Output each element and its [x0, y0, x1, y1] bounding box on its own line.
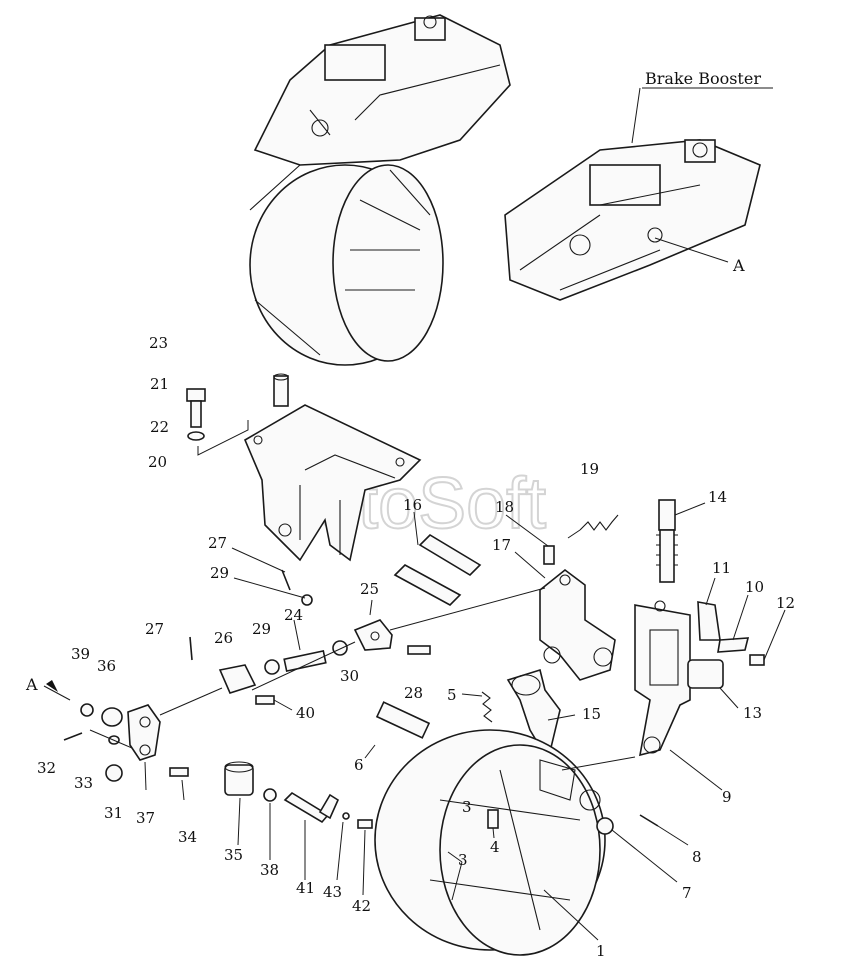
callout-18: 18 — [495, 498, 514, 516]
bolt-4 — [487, 809, 499, 829]
callout-7: 7 — [682, 884, 692, 902]
callout-20: 20 — [148, 453, 167, 471]
nut-29b — [264, 659, 280, 675]
lever-37 — [127, 704, 161, 761]
view-a-marker-lever: A — [25, 675, 38, 694]
callout-19: 19 — [580, 460, 599, 478]
callout-1: 1 — [596, 942, 606, 960]
block-13 — [687, 659, 724, 689]
link-9 — [634, 600, 691, 757]
callout-38: 38 — [260, 861, 279, 879]
callout-12: 12 — [776, 594, 795, 612]
pin-23 — [273, 373, 289, 407]
callout-33: 33 — [74, 774, 93, 792]
bracket-20 — [243, 404, 422, 562]
callout-6: 6 — [354, 756, 364, 774]
callout-22: 22 — [150, 418, 169, 436]
callout-30: 30 — [340, 667, 359, 685]
turnbuckle-24 — [283, 650, 327, 672]
callout-43: 43 — [323, 883, 342, 901]
callout-39: 39 — [71, 645, 90, 663]
pin-18 — [543, 545, 555, 565]
bolt-42 — [357, 819, 373, 829]
callout-17: 17 — [492, 536, 511, 554]
bolt-34 — [169, 767, 189, 777]
callout-3b: 3 — [462, 798, 472, 816]
clevis-26 — [218, 664, 257, 694]
view-a-marker-booster: A — [732, 256, 745, 275]
washer-7 — [596, 817, 614, 835]
callout-10: 10 — [745, 578, 764, 596]
washer-38 — [263, 788, 277, 802]
callout-29b: 29 — [252, 620, 271, 638]
callout-28: 28 — [404, 684, 423, 702]
cotter-pin-8 — [639, 814, 659, 827]
callout-34: 34 — [178, 828, 197, 846]
pins-16 — [393, 533, 482, 606]
callout-35: 35 — [224, 846, 243, 864]
roller-35 — [224, 761, 254, 796]
callout-32: 32 — [37, 759, 56, 777]
callout-25: 25 — [360, 580, 379, 598]
callout-31: 31 — [104, 804, 123, 822]
callout-21: 21 — [150, 375, 169, 393]
screw-12 — [749, 654, 765, 666]
bolt-21 — [186, 388, 206, 428]
callout-9: 9 — [722, 788, 732, 806]
spring-19 — [567, 514, 619, 539]
view-a-arrow — [46, 680, 58, 692]
callout-3a: 3 — [458, 851, 468, 869]
bushing-36 — [101, 707, 123, 727]
anchor-15 — [506, 668, 561, 763]
nut-30 — [332, 640, 348, 656]
bolt-40 — [255, 695, 275, 705]
callout-13: 13 — [743, 704, 762, 722]
brake-band-assembly-top — [249, 14, 511, 366]
callout-8: 8 — [692, 848, 702, 866]
callout-36: 36 — [97, 657, 116, 675]
callout-23: 23 — [149, 334, 168, 352]
callout-41: 41 — [296, 879, 315, 897]
callout-24: 24 — [284, 606, 303, 624]
plate-11 — [697, 601, 721, 641]
callout-5: 5 — [447, 686, 457, 704]
callout-16: 16 — [403, 496, 422, 514]
brake-booster-label: Brake Booster — [645, 69, 761, 88]
cotter-pin-27a — [281, 569, 291, 591]
callout-27b: 27 — [145, 620, 164, 638]
brake-band-1 — [374, 729, 606, 956]
callout-37: 37 — [136, 809, 155, 827]
pin-6 — [375, 701, 431, 739]
callout-4: 4 — [490, 838, 500, 856]
nut-29a — [301, 594, 313, 606]
washer-39 — [80, 703, 94, 717]
callout-29a: 29 — [210, 564, 229, 582]
callout-40: 40 — [296, 704, 315, 722]
callout-42: 42 — [352, 897, 371, 915]
shim-10 — [717, 637, 750, 653]
washer-43 — [342, 812, 350, 820]
brake-booster — [504, 87, 761, 301]
washer-22 — [187, 431, 205, 441]
bolt-28 — [407, 645, 431, 655]
callout-26: 26 — [214, 629, 233, 647]
adjuster-rod-14 — [656, 499, 678, 583]
callout-14: 14 — [708, 488, 727, 506]
cotter-pin-32 — [63, 732, 83, 741]
callout-15: 15 — [582, 705, 601, 723]
lever-17 — [539, 568, 616, 681]
block-25 — [353, 619, 393, 651]
callout-11: 11 — [712, 559, 731, 577]
spring-5 — [481, 691, 493, 723]
callout-27a: 27 — [208, 534, 227, 552]
bushing-31 — [105, 764, 123, 782]
shaft-41 — [283, 791, 340, 824]
cotter-pin-27b — [189, 636, 193, 661]
callout-labels: 1 3 3 4 5 6 7 8 9 10 11 12 13 14 15 16 1… — [37, 334, 795, 960]
